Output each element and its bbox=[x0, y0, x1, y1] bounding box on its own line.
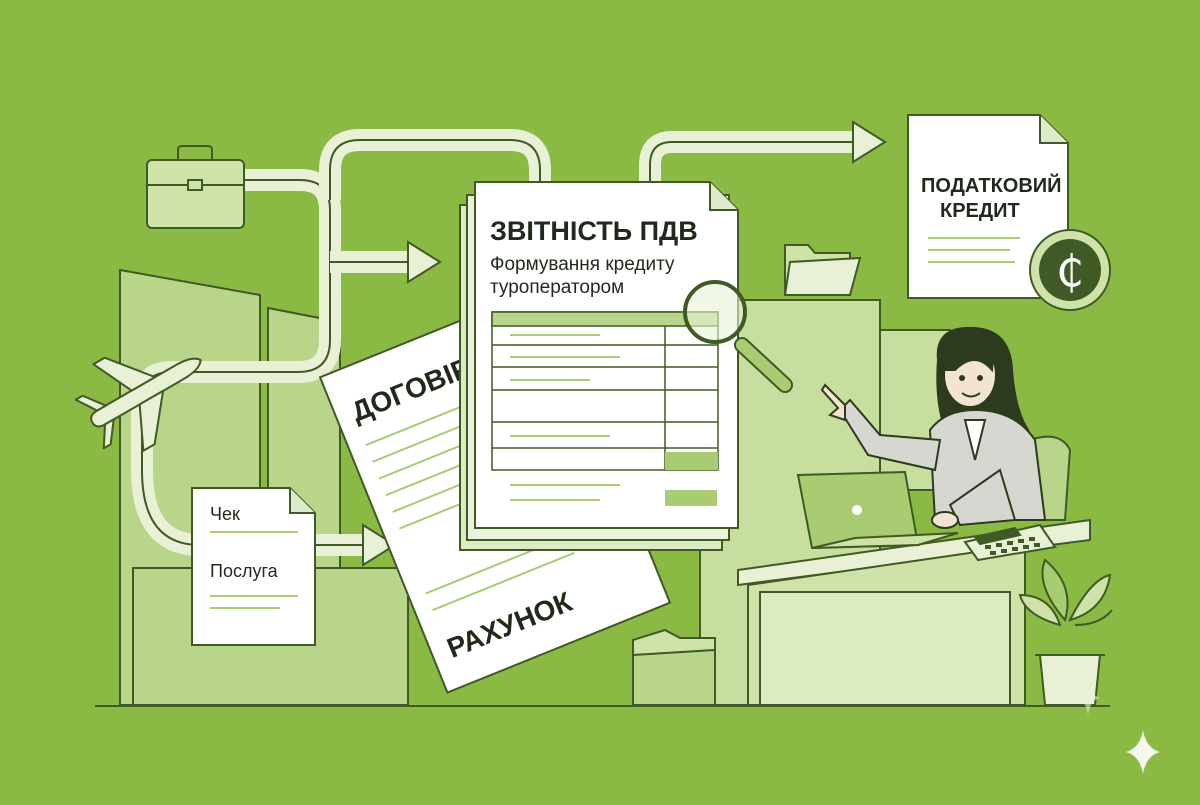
vat-report-document: ЗВІТНІСТЬ ПДВ Формування кредиту туропер… bbox=[474, 181, 739, 529]
sparkle-icon bbox=[1126, 730, 1160, 774]
report-title: ЗВІТНІСТЬ ПДВ bbox=[490, 216, 698, 246]
calculator-icon bbox=[963, 523, 1057, 562]
sparkle-icon bbox=[1076, 680, 1100, 715]
receipt-document: Чек Послуга bbox=[191, 487, 316, 646]
arrow-head-right bbox=[407, 240, 442, 284]
arrow-head-right bbox=[852, 120, 887, 164]
tax-credit-line2: КРЕДИТ bbox=[940, 200, 1020, 222]
arrow-head-right bbox=[362, 523, 397, 567]
laptop-icon bbox=[796, 470, 959, 550]
airplane-icon bbox=[74, 356, 202, 452]
folder-icon bbox=[783, 244, 862, 296]
receipt-line1: Чек bbox=[210, 504, 240, 524]
magnifier-icon bbox=[683, 280, 793, 393]
coin-icon: ₵ bbox=[1029, 229, 1111, 311]
report-subtitle-line1: Формування кредиту bbox=[490, 254, 675, 275]
tax-credit-document: ПОДАТКОВИЙ КРЕДИТ bbox=[907, 114, 1069, 299]
person bbox=[820, 326, 1047, 529]
report-table bbox=[491, 311, 719, 471]
desk bbox=[737, 518, 1091, 706]
folder-icon bbox=[632, 628, 716, 706]
report-subtitle-line2: туроператором bbox=[490, 277, 624, 298]
receipt-line2: Послуга bbox=[210, 561, 279, 581]
suitcase-icon bbox=[146, 145, 245, 229]
coin-symbol: ₵ bbox=[1056, 246, 1084, 297]
arrow-heads bbox=[362, 120, 887, 567]
tax-credit-line1: ПОДАТКОВИЙ bbox=[921, 173, 1062, 197]
